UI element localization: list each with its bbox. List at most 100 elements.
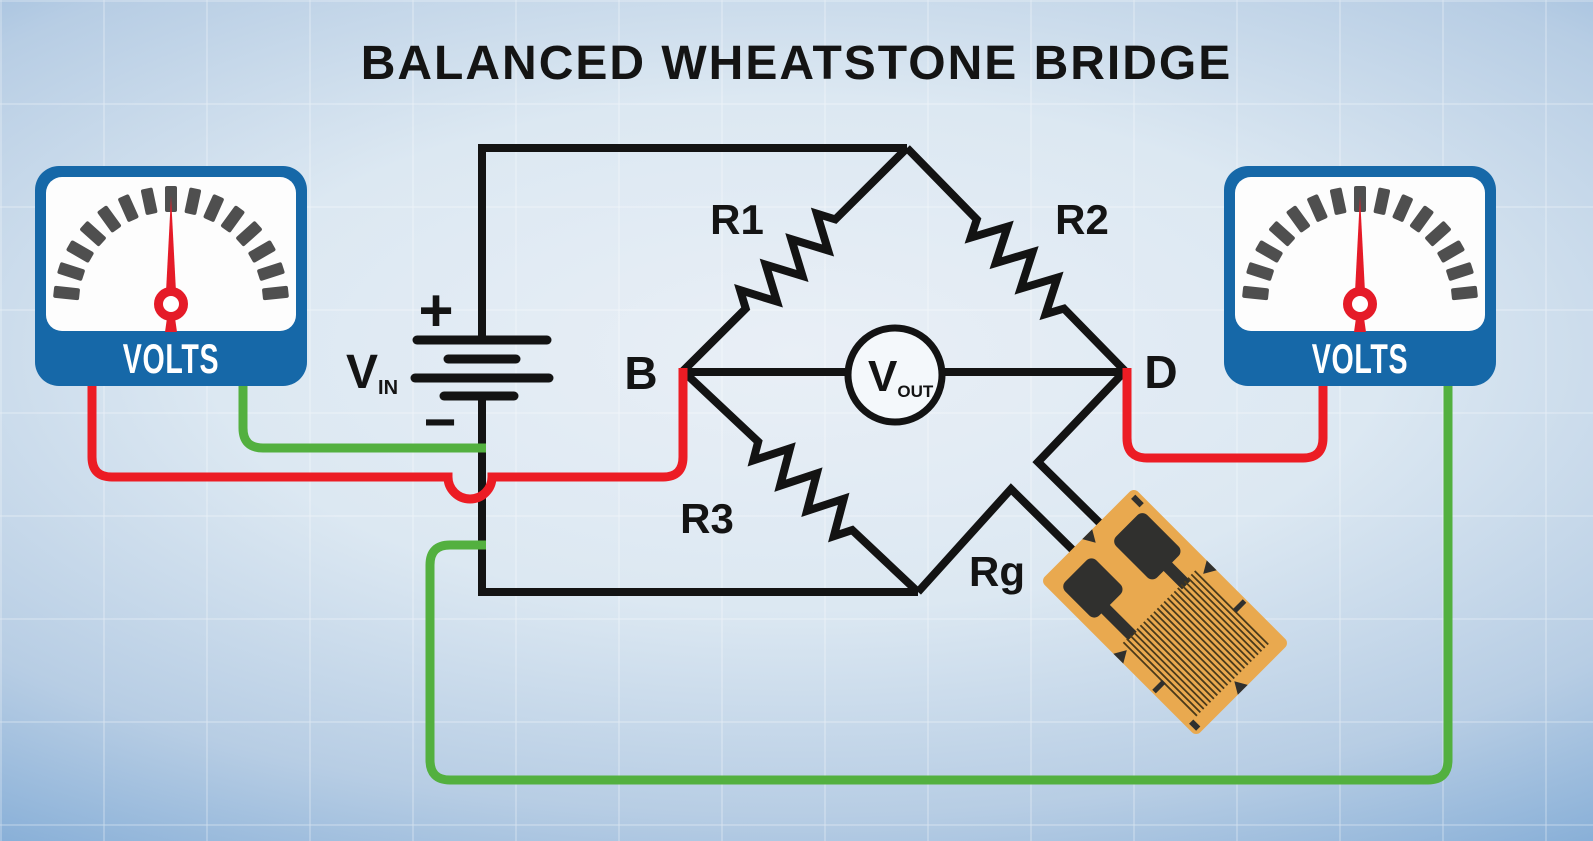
gauge-grid-line <box>1170 594 1246 669</box>
meter-tick <box>1451 285 1478 301</box>
gauge-grid-line <box>1149 614 1225 690</box>
gauge-grid-line <box>1126 638 1201 714</box>
gauge-grid-line <box>1122 641 1198 717</box>
meter-tick <box>80 221 106 247</box>
r1-label: R1 <box>710 196 764 243</box>
needle-pivot <box>1343 287 1377 321</box>
page-title: BALANCED WHEATSTONE BRIDGE <box>360 37 1233 90</box>
voltmeter-label: VOLTS <box>123 334 219 382</box>
meter-tick <box>1410 205 1434 233</box>
vout-label: VOUT <box>868 352 934 401</box>
gauge-grid-line <box>1166 597 1242 673</box>
alignment-triangle <box>1234 681 1248 695</box>
needle-pointer <box>166 196 176 292</box>
pad-trace <box>1098 602 1137 641</box>
meter-tick <box>1425 221 1451 247</box>
battery-negative-label: − <box>424 390 457 453</box>
meter-tick <box>1255 240 1283 263</box>
meter-tick <box>1392 194 1413 222</box>
alignment-tick <box>1152 679 1166 694</box>
battery-positive-label: + <box>418 277 453 344</box>
meter-tick <box>66 240 94 263</box>
r3-label: R3 <box>680 495 734 542</box>
wire-red-left <box>87 368 688 504</box>
gauge-grid-line <box>1146 617 1222 693</box>
gauge-grid-line <box>1136 628 1212 703</box>
resistor-r3 <box>680 368 921 595</box>
voltmeter-needle <box>154 196 188 332</box>
gauge-grid-line <box>1132 631 1208 707</box>
voltmeter-needle <box>1343 196 1377 332</box>
needle-stem <box>1354 318 1366 332</box>
gauge-grid-line <box>1187 577 1263 652</box>
meter-tick <box>236 221 262 247</box>
strain-gauge <box>1043 490 1287 734</box>
alignment-triangle <box>1082 529 1096 543</box>
alignment-tick <box>1232 599 1247 613</box>
wire-green-left <box>238 383 486 453</box>
meter-tick <box>1437 240 1465 263</box>
gauge-grid-line <box>1153 611 1229 686</box>
node-d-label: D <box>1144 346 1177 398</box>
pad-trace <box>1160 559 1191 590</box>
wire-red-right <box>1122 368 1328 463</box>
meter-tick <box>221 205 245 233</box>
solder-pad <box>1063 558 1123 618</box>
alignment-marks <box>1082 494 1248 731</box>
right-voltmeter: VOLTS <box>1224 166 1496 386</box>
rg-lead-lower <box>915 483 1095 595</box>
node-b-label: B <box>624 347 657 399</box>
circuit-bottom-wire <box>478 396 918 596</box>
meter-tick <box>262 285 289 301</box>
left-voltmeter: VOLTS <box>35 166 307 386</box>
gauge-grid-line <box>1163 600 1239 676</box>
meter-tick <box>97 205 121 233</box>
needle-stem <box>165 318 177 332</box>
gauge-grid-line <box>1143 621 1218 697</box>
meter-tick <box>118 194 139 222</box>
resistor-r2 <box>904 145 1128 374</box>
meter-tick <box>53 285 80 301</box>
meter-tick <box>1373 187 1391 215</box>
meter-tick <box>1246 262 1274 281</box>
circuit-top-wire <box>478 144 907 340</box>
rg-label: Rg <box>969 548 1025 595</box>
meter-tick <box>1286 205 1310 233</box>
meter-tick <box>1269 221 1295 247</box>
meter-tick <box>57 262 85 281</box>
gauge-grid-line <box>1156 607 1232 683</box>
wire-green-bottom <box>425 383 1453 785</box>
meter-tick <box>248 240 276 263</box>
battery-symbol <box>410 335 554 401</box>
needle-pivot <box>154 287 188 321</box>
registration-mark <box>1189 719 1201 731</box>
gauge-grid-line <box>1177 587 1252 663</box>
alignment-triangle <box>1203 560 1217 574</box>
meter-tick <box>1242 285 1269 301</box>
meter-tick <box>140 187 158 215</box>
gauge-grid-line <box>1129 634 1205 710</box>
gauge-grid-line <box>1190 573 1266 649</box>
vout-meter-circle <box>844 324 946 426</box>
strain-gauge-body <box>1043 490 1287 734</box>
registration-mark <box>1131 494 1144 508</box>
voltmeter-ticks <box>1242 186 1478 301</box>
needle-pointer <box>1355 196 1365 292</box>
alignment-triangle <box>1113 650 1127 664</box>
gauge-grid-line <box>1183 580 1259 656</box>
solder-pad <box>1114 513 1181 580</box>
meter-tick <box>1446 262 1474 281</box>
meter-tick <box>1329 187 1347 215</box>
rg-lead-upper <box>1032 368 1128 543</box>
strain-gauge-pads <box>1063 513 1191 641</box>
gauge-grid-line <box>1180 583 1256 659</box>
gauge-grid-line <box>1194 570 1269 646</box>
voltmeter-label: VOLTS <box>1312 334 1408 382</box>
gauge-grid-line <box>1173 590 1249 666</box>
meter-tick <box>1307 194 1328 222</box>
meter-tick <box>257 262 285 281</box>
vin-label: VIN <box>346 346 398 399</box>
meter-tick <box>203 194 224 222</box>
